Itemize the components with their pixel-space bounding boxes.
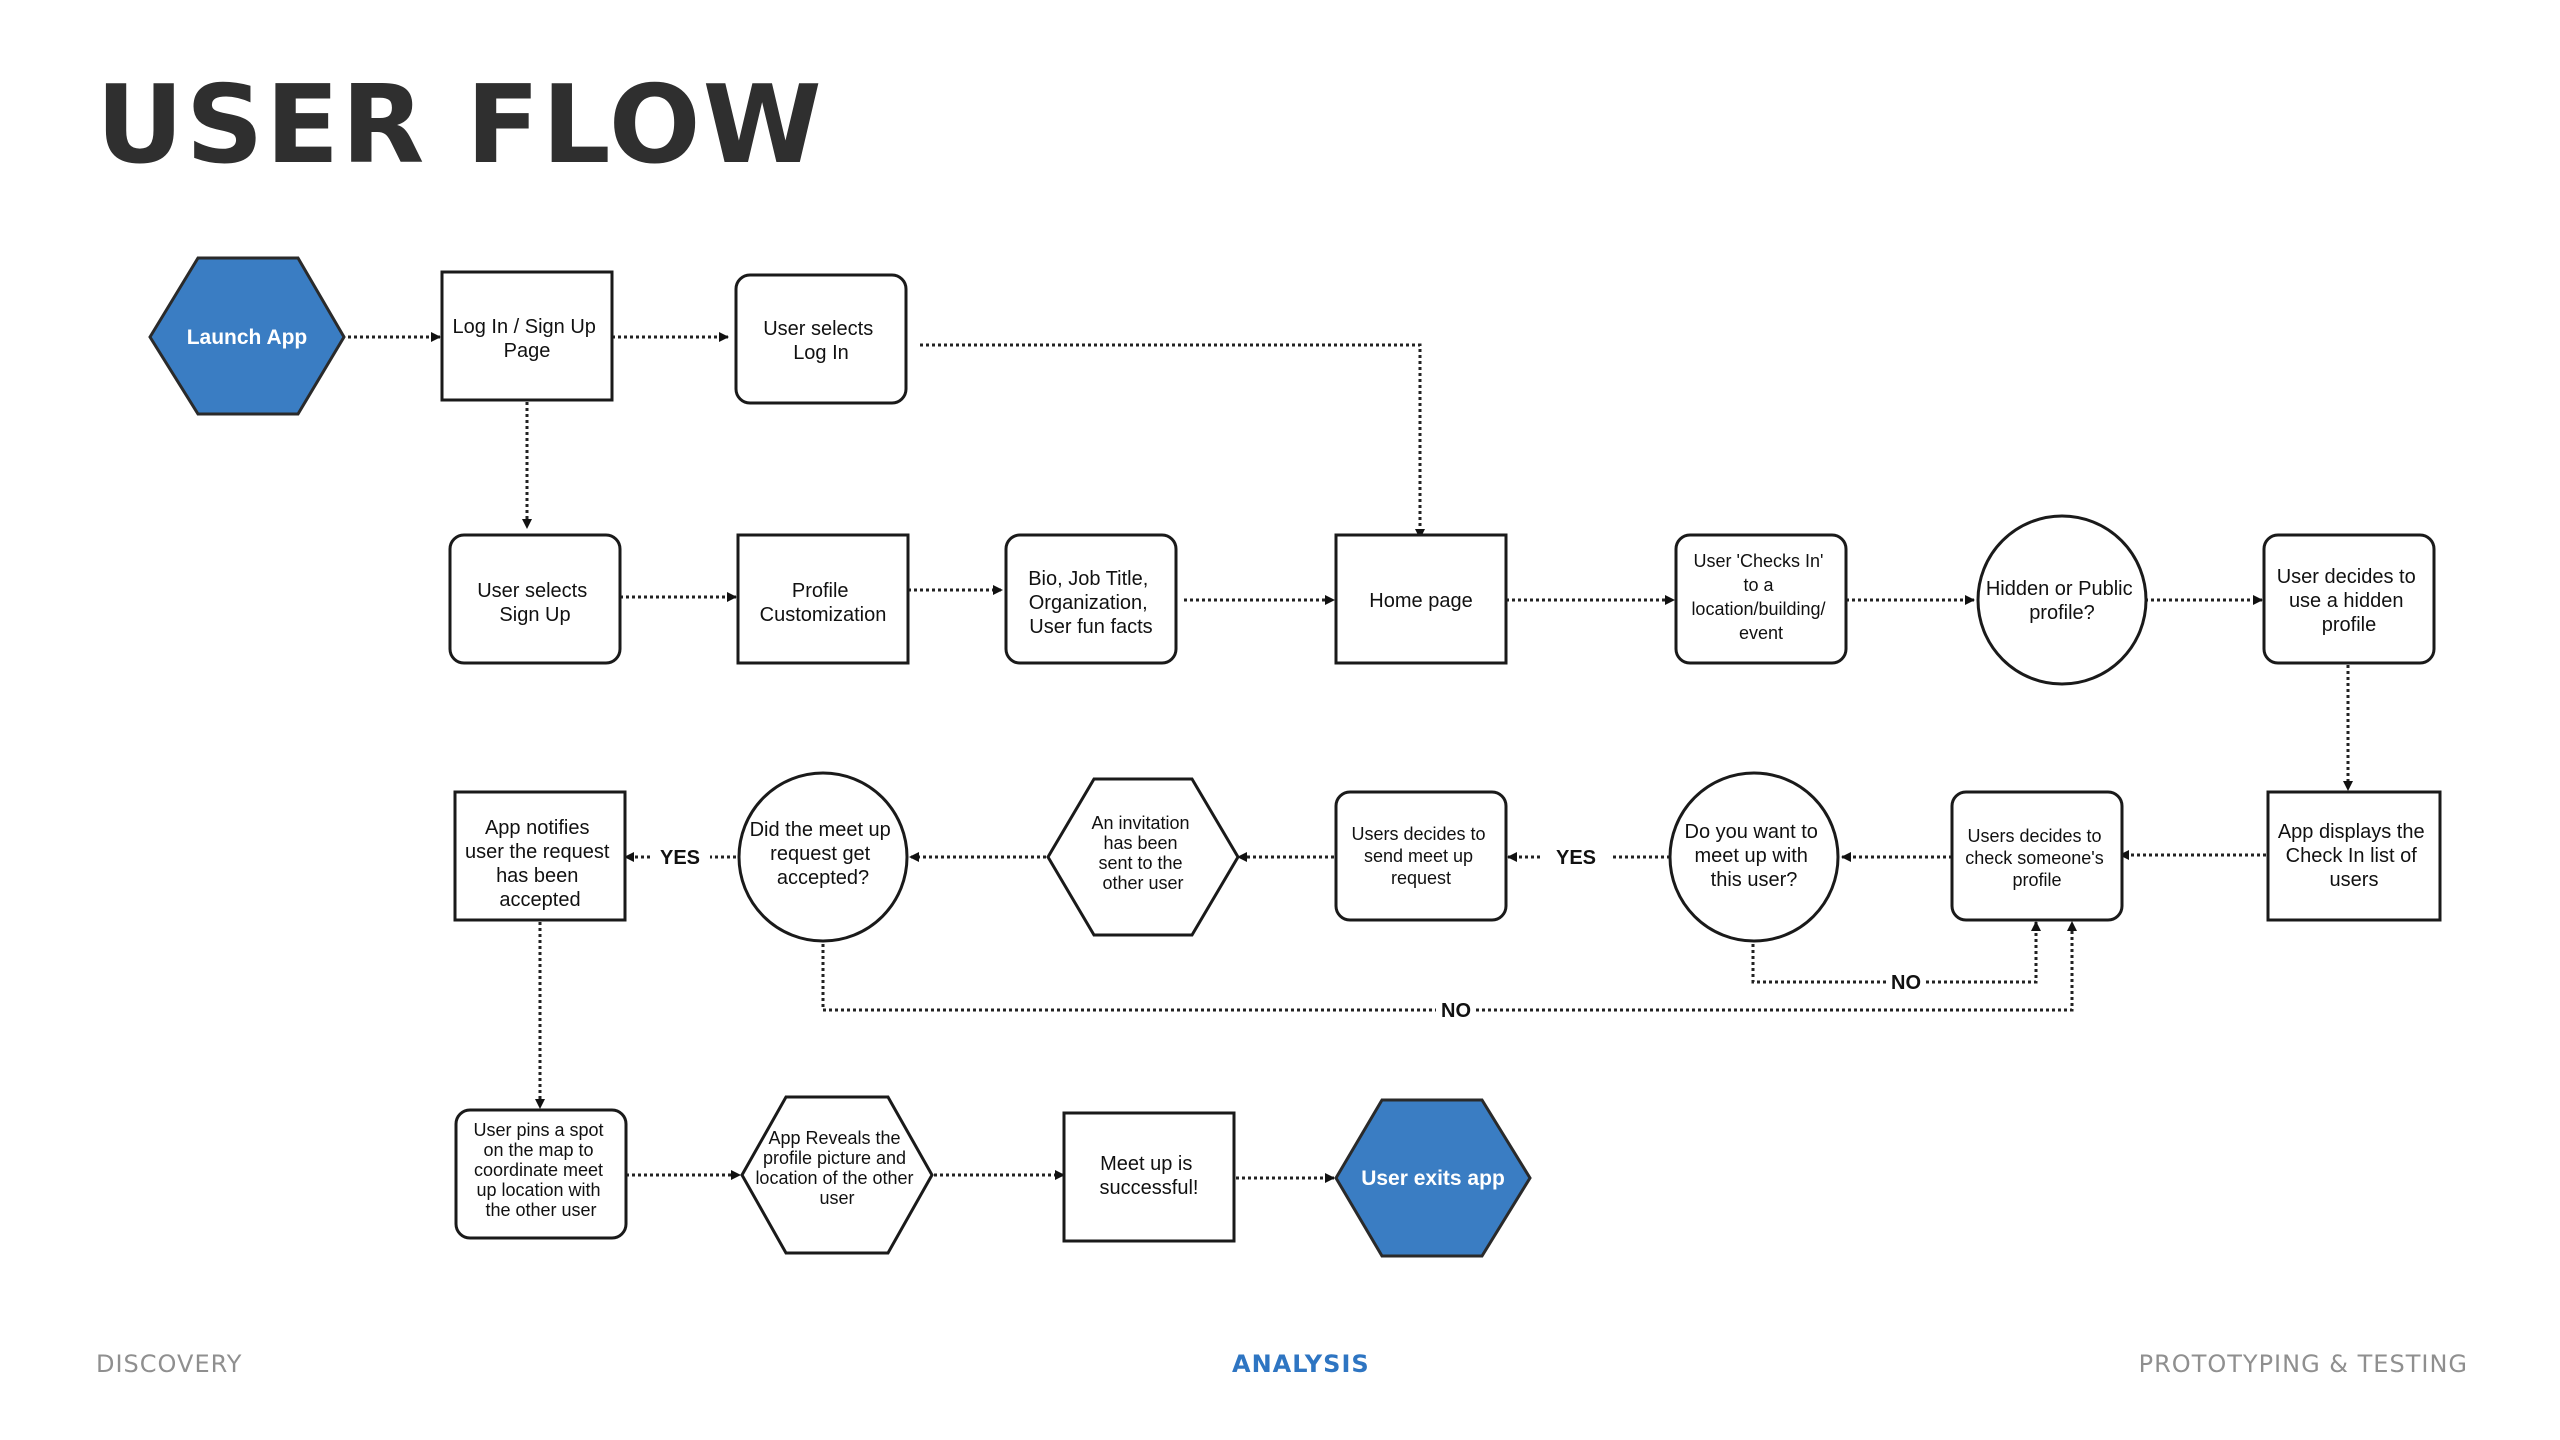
edge-label-yes: YES — [1556, 847, 1596, 869]
hidden-profile-node — [2262, 533, 2436, 665]
user-selects-signup-node — [448, 533, 622, 665]
hidden-or-public-label: Hidden or Public profile? — [1986, 578, 2138, 624]
footer-analysis-link[interactable]: ANALYSIS — [1232, 1350, 1370, 1378]
checkin-list-label: App displays the Check In list of users — [2278, 821, 2430, 891]
send-request-label: Users decides to send meet up request — [1351, 824, 1490, 888]
login-signup-page-node — [440, 270, 614, 402]
hidden-or-public-node — [1976, 514, 2148, 686]
check-profile-node — [1950, 790, 2124, 922]
meetup-successful-node — [1062, 1111, 1236, 1243]
check-profile-label: Users decides to check someone's profile — [1965, 826, 2109, 890]
user-exits-app-node — [1334, 1098, 1532, 1258]
user-pins-spot-label: User pins a spot on the map to coordinat… — [473, 1120, 608, 1220]
app-reveals-label: App Reveals the profile picture and loca… — [755, 1128, 918, 1208]
page-title: USER FLOW — [96, 63, 824, 188]
invitation-sent-node — [1046, 777, 1240, 937]
app-notifies-node — [453, 790, 627, 922]
edge-label-yes: YES — [660, 847, 700, 869]
edge-no-to-checkprofile — [1926, 921, 2041, 984]
user-checks-in-label: User 'Checks In' to a location/building/… — [1691, 551, 1830, 643]
edge-selectlogin-to-home — [920, 343, 1425, 539]
user-selects-signup-label: User selects Sign Up — [477, 580, 593, 626]
edge-accepted-no — [821, 944, 1436, 1012]
bio-details-node — [1004, 533, 1178, 665]
edge-label-no: NO — [1441, 1000, 1471, 1022]
launch-app-node — [148, 256, 346, 416]
edge-wantmeet-no — [1751, 944, 1886, 984]
user-selects-login-node — [734, 273, 908, 405]
profile-customization-label: Profile Customization — [760, 580, 887, 626]
want-to-meet-node — [1668, 771, 1840, 943]
invitation-sent-label: An invitation has been sent to the other… — [1091, 813, 1194, 893]
home-page-node — [1334, 533, 1508, 665]
launch-app-label: Launch App — [187, 326, 308, 349]
home-page-label: Home page — [1369, 590, 1472, 612]
edge-no2-to-checkprofile — [1476, 921, 2077, 1012]
footer-prototyping-link[interactable]: PROTOTYPING & TESTING — [2138, 1350, 2468, 1378]
footer-discovery-link[interactable]: DISCOVERY — [96, 1350, 243, 1378]
profile-customization-node — [736, 533, 910, 665]
meetup-successful-label: Meet up is successful! — [1100, 1153, 1199, 1199]
user-exits-app-label: User exits app — [1361, 1167, 1505, 1190]
request-accepted-label: Did the meet up request get accepted? — [750, 819, 897, 889]
checkin-list-node — [2266, 790, 2442, 922]
request-accepted-node — [737, 771, 909, 943]
login-signup-page-label: Log In / Sign Up Page — [453, 316, 602, 362]
hidden-profile-label: User decides to use a hidden profile — [2277, 566, 2422, 636]
send-request-node — [1334, 790, 1508, 922]
user-checks-in-node — [1674, 533, 1848, 665]
app-reveals-node — [740, 1095, 934, 1255]
want-to-meet-label: Do you want to meet up with this user? — [1685, 821, 1824, 891]
app-notifies-label: App notifies user the request has been a… — [465, 817, 615, 911]
bio-details-label: Bio, Job Title, Organization, User fun f… — [1028, 568, 1154, 638]
edge-label-no: NO — [1891, 972, 1921, 994]
user-selects-login-label: User selects Log In — [763, 318, 879, 364]
user-pins-spot-node — [454, 1108, 628, 1240]
